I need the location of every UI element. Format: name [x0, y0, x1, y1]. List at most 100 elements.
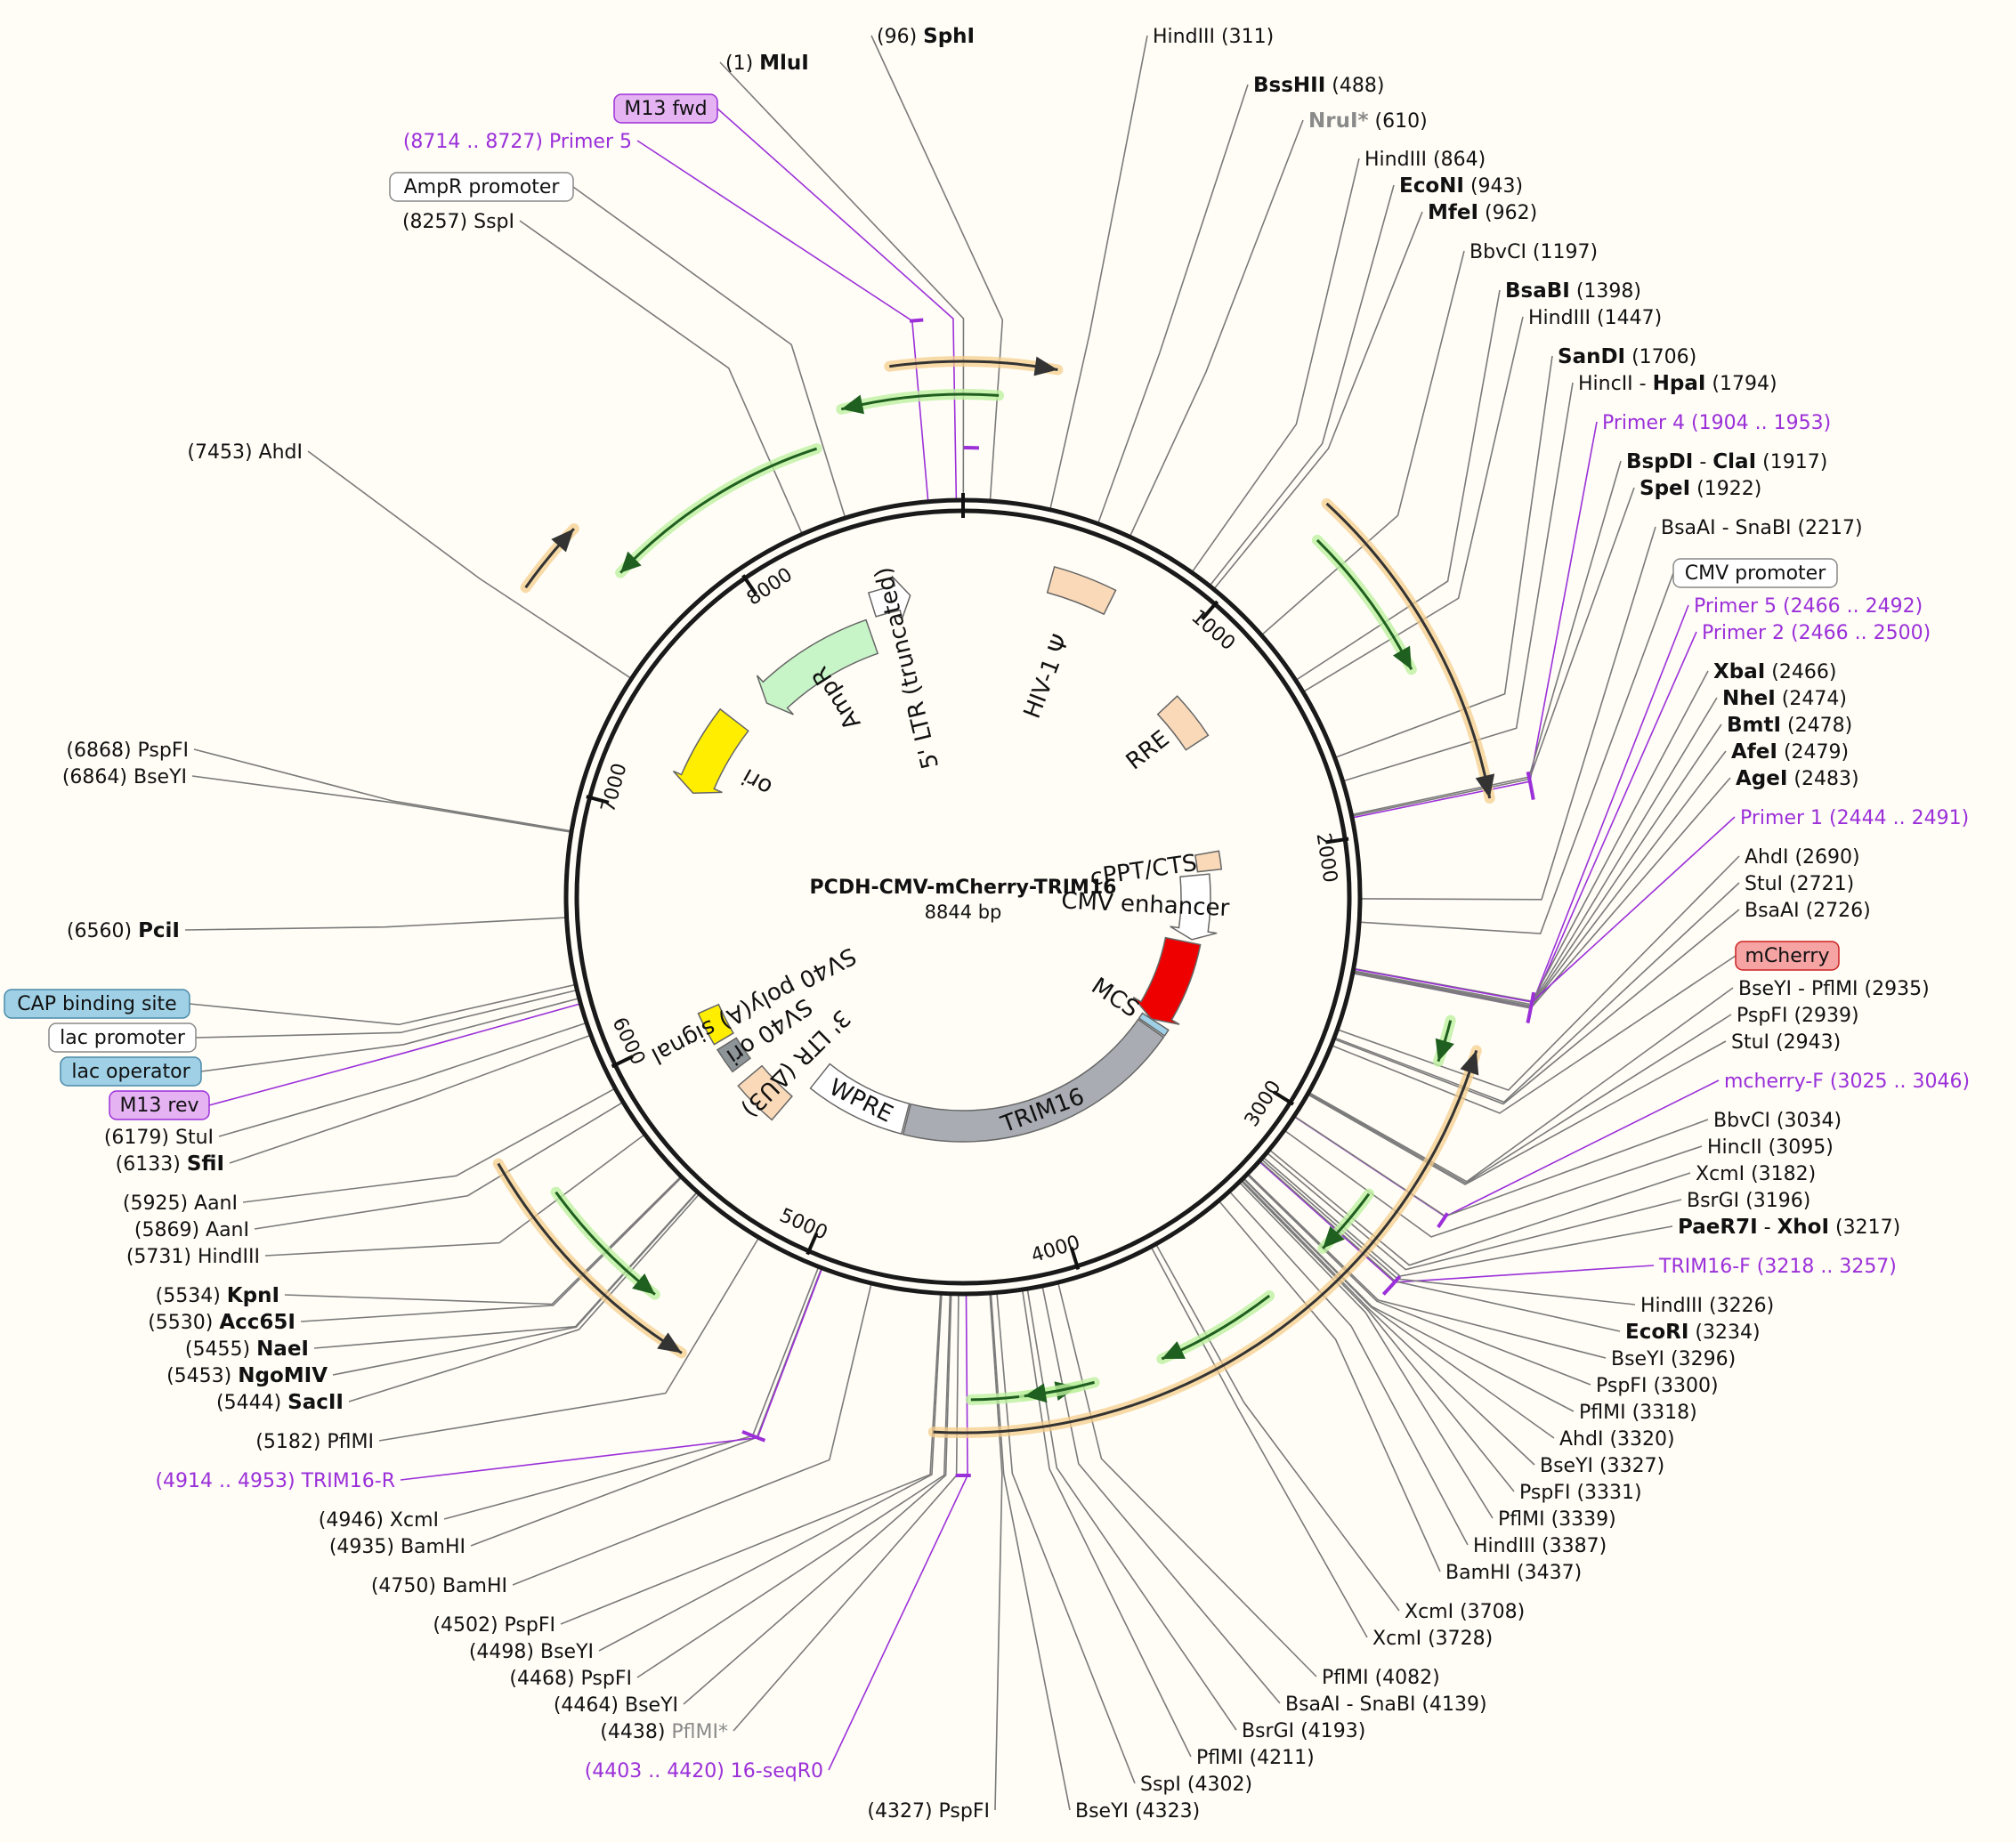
leader-line — [1336, 355, 1553, 758]
leader-line — [1261, 1160, 1636, 1305]
leader-line — [313, 1192, 697, 1349]
site-label-part: (8714 .. 8727) Primer 5 — [403, 131, 632, 153]
site-label-part: StuI (2943) — [1731, 1031, 1841, 1054]
site-label-part: Primer 1 (2444 .. 2491) — [1740, 807, 1969, 829]
site-label-part: PflMI (3339) — [1498, 1508, 1616, 1531]
orf-arrow-head — [1435, 1038, 1454, 1062]
site-label: SspI (4302) — [1140, 1774, 1252, 1796]
site-label-part: (4403 .. 4420) 16-seqR0 — [585, 1760, 823, 1782]
site-label: BseYI (3327) — [1540, 1455, 1664, 1477]
site-label: (5534) KpnI — [156, 1284, 279, 1307]
site-label: XbaI (2466) — [1713, 660, 1836, 683]
feature-box-label: AmpR promoter — [404, 176, 561, 198]
leader-line — [1270, 1150, 1691, 1266]
feature-box — [1672, 558, 1838, 588]
leader-line — [1354, 750, 1727, 1007]
site-label-part: (4935) BamHI — [329, 1536, 466, 1558]
site-label: AgeI (2483) — [1736, 767, 1859, 790]
feature-box — [60, 1056, 202, 1087]
site-label: PflMI (4211) — [1196, 1747, 1315, 1769]
leader-line — [1129, 119, 1304, 536]
site-label-part: NheI — [1722, 687, 1776, 710]
site-label: HindIII (864) — [1364, 149, 1486, 171]
site-label-part: AhdI (2690) — [1745, 846, 1860, 869]
feature-box-label: M13 fwd — [624, 98, 707, 120]
leader-line — [1344, 382, 1574, 781]
site-label: HindIII (1447) — [1528, 307, 1662, 329]
leader-line — [1049, 35, 1148, 509]
site-label: (4502) PspFI — [433, 1614, 555, 1637]
orf-arrow-head — [1162, 1341, 1186, 1359]
feature-wpre — [809, 1063, 911, 1136]
site-label: (4403 .. 4420) 16-seqR0 — [585, 1760, 823, 1782]
site-label-part: KpnI — [227, 1284, 279, 1307]
leader-line — [200, 998, 579, 1072]
leader-line — [1309, 987, 1734, 1183]
site-label: (5453) NgoMIV — [166, 1364, 328, 1387]
site-label-part: (6868) PspFI — [66, 740, 189, 762]
feature-box-ampr-promoter: AmpR promoter — [389, 172, 574, 202]
site-label: (6864) BseYI — [62, 766, 187, 788]
site-label-part: AgeI — [1736, 767, 1787, 790]
site-label-part: (943) — [1464, 175, 1523, 198]
feature-box — [109, 1090, 210, 1120]
leader-line — [519, 220, 803, 533]
site-label-part: StuI (2721) — [1745, 873, 1854, 895]
feature-label: HIV-1 Ψ — [1019, 631, 1075, 722]
site-label-part: PspFI (3331) — [1519, 1482, 1642, 1504]
orf-halo — [1311, 534, 1417, 675]
leader-line — [1355, 670, 1709, 1003]
leader-line — [1361, 572, 1674, 934]
site-label: (5530) Acc65I — [148, 1311, 296, 1334]
leader-line — [218, 1023, 586, 1137]
site-label-part: (5444) — [216, 1392, 287, 1414]
site-label: BsaAI - SnaBI (2217) — [1661, 517, 1863, 539]
site-label: PflMI (3318) — [1579, 1402, 1697, 1424]
site-label-part: (4438) — [600, 1721, 671, 1743]
site-label-part: (2478) — [1781, 715, 1852, 737]
site-label: BsaBI (1398) — [1505, 279, 1641, 303]
primer-mark — [1526, 991, 1536, 1023]
site-label: XcmI (3708) — [1405, 1601, 1525, 1623]
feature-box — [48, 1023, 197, 1053]
leader-line — [1219, 1201, 1441, 1572]
site-label: MfeI (962) — [1428, 201, 1537, 224]
orf-arrow-head — [657, 1332, 682, 1354]
leader-line — [1304, 316, 1524, 692]
leader-line — [184, 917, 565, 931]
site-label-part: NruI* — [1308, 109, 1369, 133]
feature-hiv-1 — [1046, 566, 1117, 616]
site-label: NruI* (610) — [1308, 109, 1428, 133]
leader-line — [378, 1238, 759, 1442]
orf-arrow — [497, 1162, 683, 1354]
site-label-part: BseYI - PflMI (2935) — [1738, 978, 1930, 1000]
leader-line — [1155, 1245, 1400, 1612]
feature-box-lac-operator: lac operator — [60, 1056, 202, 1087]
site-label-part: Primer 2 (2466 .. 2500) — [1702, 622, 1931, 644]
feature-box-label: CMV promoter — [1685, 562, 1826, 585]
site-label: (5925) AanI — [123, 1192, 238, 1215]
site-label: XcmI (3182) — [1696, 1163, 1816, 1185]
feature-3-ltr-u3 — [737, 1064, 793, 1121]
site-label-part: NaeI — [256, 1338, 309, 1361]
orf-arrow-head — [1024, 1383, 1048, 1403]
feature-box-label: lac promoter — [60, 1027, 186, 1049]
site-label-part: BsaAI (2726) — [1745, 900, 1871, 922]
leader-line — [1332, 955, 1737, 1114]
leader-line — [1192, 158, 1360, 572]
site-label: Primer 1 (2444 .. 2491) — [1740, 807, 1969, 829]
site-label: (8714 .. 8727) Primer 5 — [403, 131, 632, 153]
leader-line — [1057, 1283, 1317, 1677]
site-label-part: BsaBI — [1505, 279, 1570, 303]
site-label: BseYI (3296) — [1611, 1348, 1736, 1370]
site-label: (6560) PciI — [67, 919, 180, 942]
site-label-part: HincII - — [1578, 373, 1653, 395]
site-label-part: Primer 4 (1904 .. 1953) — [1602, 412, 1831, 434]
site-label: AhdI (2690) — [1745, 846, 1860, 869]
site-label-part: (1922) — [1690, 478, 1761, 500]
site-label: SanDI (1706) — [1558, 345, 1696, 368]
primer-mark — [1381, 1275, 1402, 1296]
site-label: XcmI (3728) — [1372, 1628, 1493, 1650]
